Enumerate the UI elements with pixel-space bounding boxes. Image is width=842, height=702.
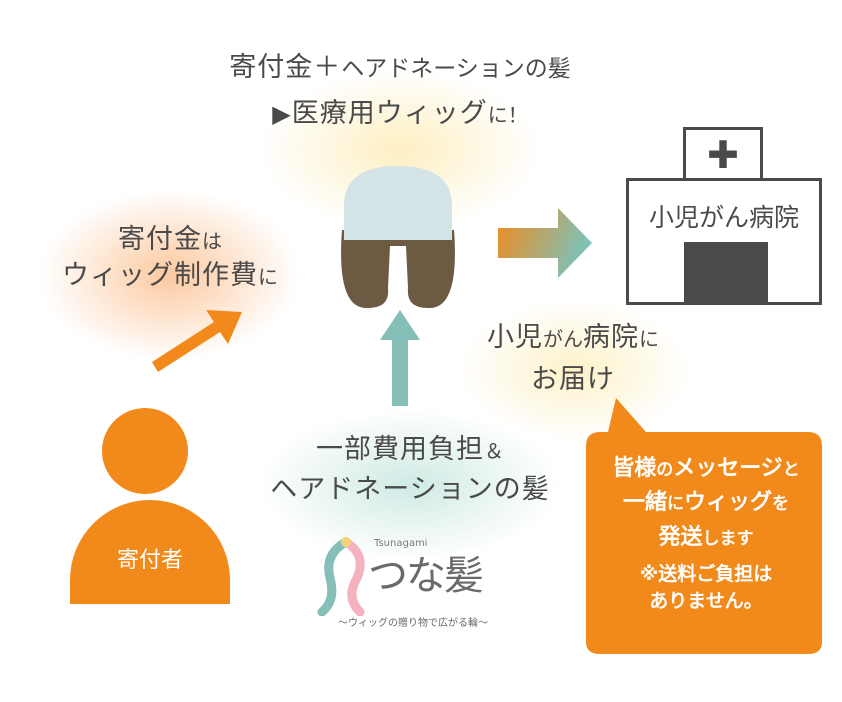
cost-caption: 一部費用負担＆ ヘアドネーションの髪 (240, 434, 580, 507)
donor-label: 寄付者 (116, 548, 183, 573)
donor-head (102, 408, 188, 494)
delivery-caption-small-2: に (639, 327, 659, 351)
bubble-line1-main2: メッセージ (673, 456, 783, 481)
play-arrow-icon: ▶ (272, 100, 292, 129)
bubble-note-line1: ※送料ご負担は (639, 563, 773, 586)
hospital: ✚ 小児がん病院 (626, 127, 822, 305)
ribbon-icon (317, 537, 365, 616)
wig-hair (341, 230, 455, 309)
hospital-door (684, 242, 768, 305)
bubble-line3-main: 発送 (658, 524, 703, 550)
top-caption-small-2: に！ (487, 103, 528, 128)
logo-tagline: 〜ウィッグの贈り物で広がる輪〜 (338, 618, 488, 629)
top-caption-main-2: 医療用ウィッグ (291, 98, 488, 130)
delivery-caption-main: 小児 (487, 322, 543, 353)
delivery-caption-main-3: お届け (531, 364, 615, 396)
cost-caption-small: ＆ (484, 439, 504, 463)
donation-caption-main: 寄付金 (118, 224, 202, 255)
hospital-name: 小児がん病院 (648, 203, 799, 232)
cost-caption-main-2: ヘアドネーションの髪 (270, 474, 550, 506)
delivery-caption: 小児がん病院に お届け (468, 322, 678, 397)
delivery-caption-main-2: 病院 (583, 322, 639, 353)
top-caption: 寄付金＋ヘアドネーションの髪 ▶医療用ウィッグに！ (200, 52, 600, 131)
bubble-note-line2: ありません。 (649, 589, 763, 612)
tsunagami-logo: Tsunagami つな髪 〜ウィッグの贈り物で広がる輪〜 (312, 530, 512, 640)
donation-caption: 寄付金は ウィッグ制作費に (40, 224, 300, 293)
wig-illustration (341, 166, 455, 309)
bubble-line2-small: に (667, 494, 684, 515)
bubble-line1-small: の (656, 460, 674, 480)
arrow-from-donor (152, 310, 242, 372)
donation-caption-small: は (202, 229, 222, 253)
bubble-line1-small2: と (782, 460, 800, 480)
logo-small-text: Tsunagami (374, 538, 428, 549)
arrow-up-teal (380, 310, 420, 406)
arrow-to-hospital (498, 208, 592, 278)
hospital-top-block (683, 127, 763, 181)
donation-caption-small-2: に (258, 265, 278, 290)
donor-figure: 寄付者 (70, 408, 230, 604)
bubble-line3-small: します (702, 528, 754, 549)
cross-icon: ✚ (707, 133, 739, 177)
delivery-caption-small: がん (543, 327, 583, 351)
bubble-line2-main2: ウィッグ (684, 490, 773, 516)
donation-caption-main-2: ウィッグ制作費 (62, 260, 258, 292)
bubble-message: 皆様のメッセージと 一緒にウィッグを 発送します ※送料ご負担は ありません。 (590, 456, 822, 613)
top-caption-main: 寄付金＋ (229, 52, 342, 83)
speech-bubble (586, 398, 822, 654)
cost-caption-main: 一部費用負担 (316, 434, 484, 465)
bubble-line2-small2: を (772, 494, 790, 515)
bubble-line2-main: 一緒 (622, 490, 667, 516)
logo-main-text: つな髪 (368, 553, 484, 599)
bubble-line1-main: 皆様 (612, 456, 657, 481)
top-caption-small: ヘアドネーションの髪 (341, 56, 571, 82)
wig-cap (344, 166, 452, 240)
